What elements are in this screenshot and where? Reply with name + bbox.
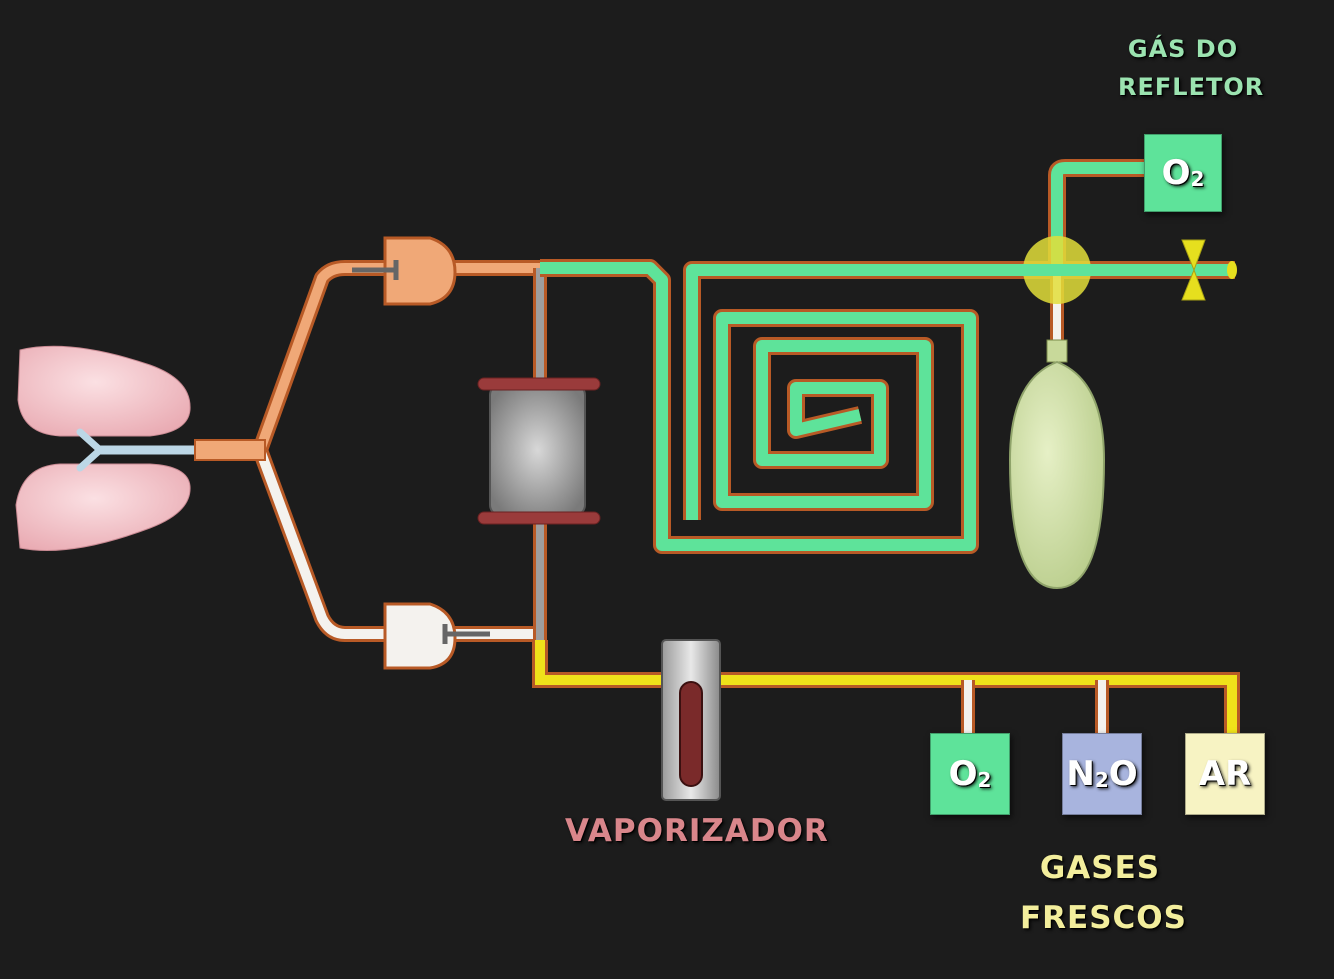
reservoir-bag-icon [1008, 339, 1106, 590]
fresh-gas-line [532, 640, 1240, 735]
reflector-o2-subscript: 2 [1190, 167, 1205, 191]
absorber-canister-icon [477, 377, 601, 525]
vaporizer-label: VAPORIZADOR [565, 813, 829, 849]
reflector-gas-label-line1: GÁS DO [1127, 35, 1239, 63]
air-source-box: AR [1185, 733, 1265, 815]
y-piece [194, 439, 266, 461]
reflector-gas-label: GÁS DO REFLETOR [1118, 30, 1263, 106]
air-symbol: AR [1198, 754, 1252, 794]
o2-subscript: 2 [977, 768, 992, 792]
n2o-symbol-o: O [1108, 754, 1138, 794]
n2o-subscript: 2 [1094, 768, 1109, 792]
reflector-o2-symbol: O [1161, 153, 1191, 193]
fresh-gases-label: GASES FRESCOS [1020, 843, 1186, 943]
inspiratory-limb [195, 260, 540, 458]
fresh-gases-label-line1: GASES [1039, 850, 1161, 886]
circuit-junction-valve-icon [1023, 236, 1092, 304]
expiratory-valve-icon [383, 602, 490, 670]
reflector-gas-label-line2: REFLETOR [1118, 73, 1265, 101]
inspiratory-valve-icon [352, 236, 457, 306]
fresh-gases-label-line2: FRESCOS [1020, 900, 1187, 936]
apl-valve-icon [1181, 239, 1237, 301]
vaporizer-icon [661, 639, 721, 801]
n2o-symbol-n: N [1066, 754, 1095, 794]
green-gas-circuit [540, 159, 1235, 554]
lungs-icon [15, 345, 200, 551]
o2-symbol: O [948, 754, 978, 794]
